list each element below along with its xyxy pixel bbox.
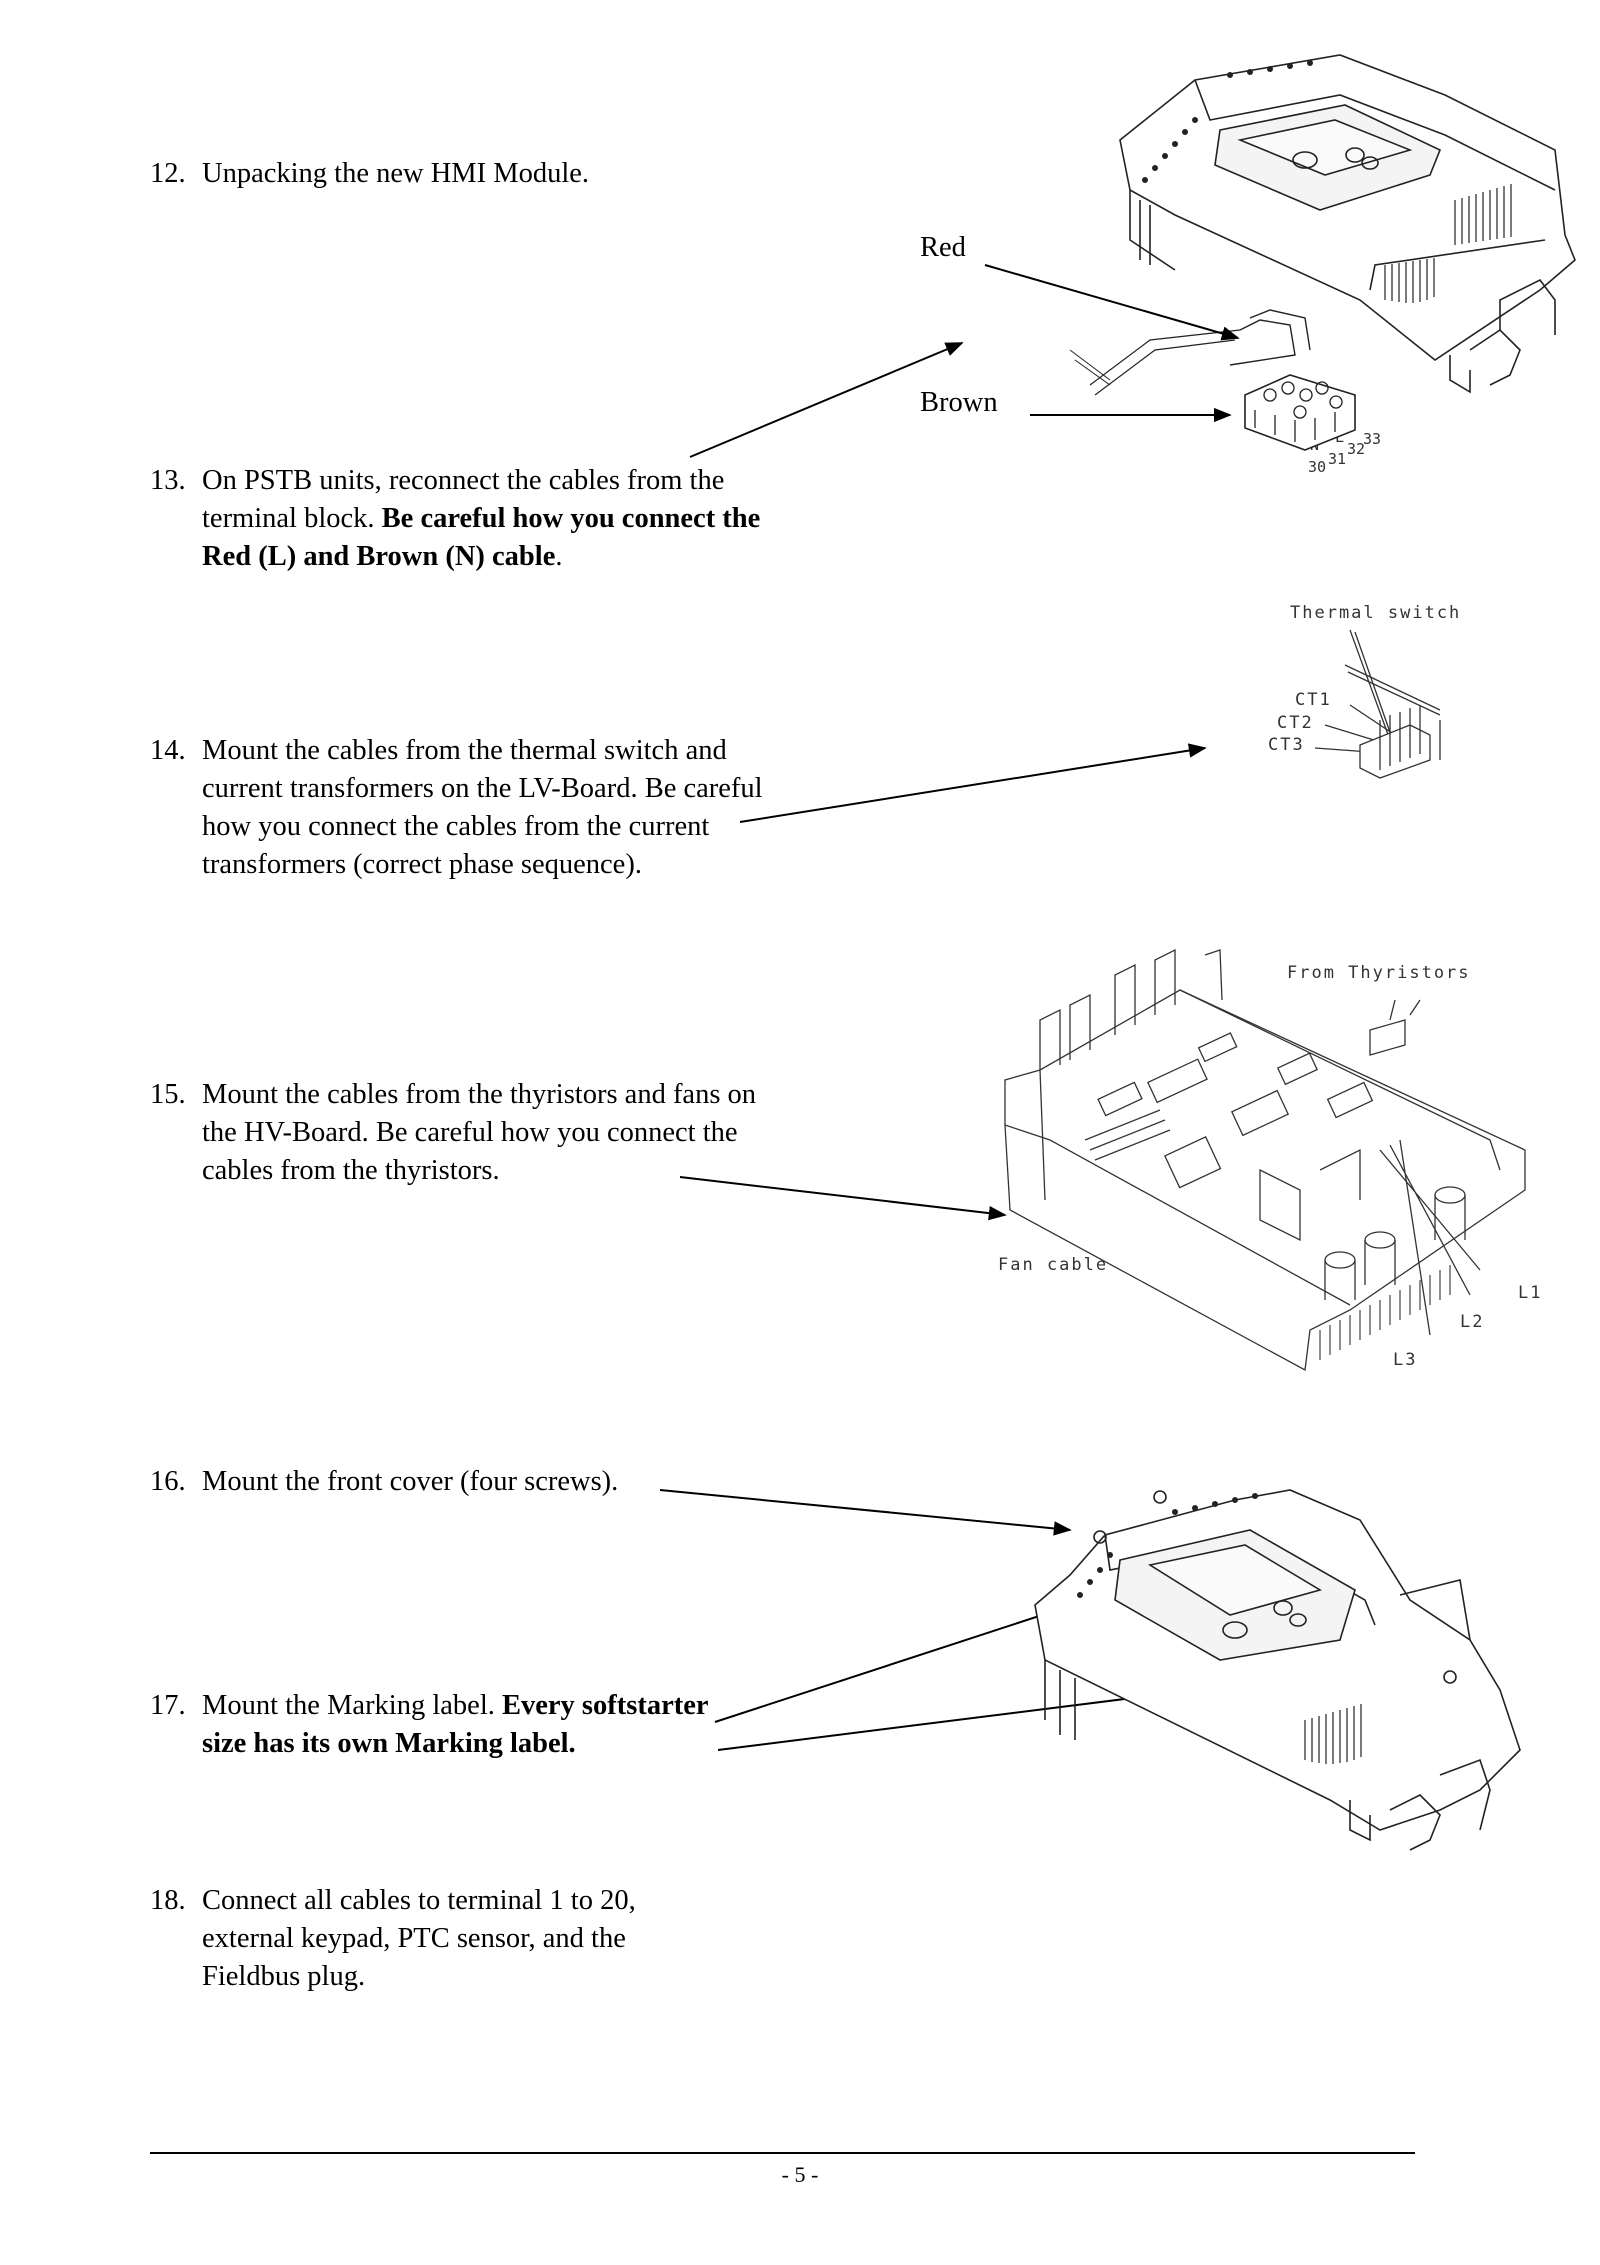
step-number: 13. <box>150 465 186 496</box>
step-15: 15. Mount the cables from the thyristors… <box>150 1076 790 1190</box>
step-text: Mount the Marking label. Every softstart… <box>150 1687 730 1763</box>
step-text: Unpacking the new HMI Module. <box>202 158 590 189</box>
red-cable-label: Red <box>920 232 966 263</box>
step-text-plain: On PSTB units, reconnect the cables from… <box>202 465 725 534</box>
softstarter-unit-figure <box>1069 54 1576 451</box>
step-text: Mount the front cover (four screws). <box>202 1466 619 1497</box>
step-13: 13. On PSTB units, reconnect the cables … <box>150 462 770 576</box>
page-number: - 5 - <box>781 2162 819 2187</box>
from-thyristors-label: From Thyristors <box>1287 963 1471 983</box>
step-number: 16. <box>150 1466 186 1497</box>
l2-label: L2 <box>1460 1312 1485 1332</box>
step-text: Connect all cables to terminal 1 to 20, … <box>202 1885 636 1992</box>
brown-cable-label: Brown <box>920 387 998 418</box>
step-text-bold: Be careful how you connect the Red (L) a… <box>202 503 761 572</box>
terminal-31-label: 31 <box>1328 450 1347 468</box>
step-number: 14. <box>150 735 186 766</box>
step13-arrow <box>689 342 964 458</box>
ct2-label: CT2 <box>1277 713 1314 733</box>
step-number: 17. <box>150 1690 186 1721</box>
step15-arrow <box>679 1176 1007 1221</box>
ct3-label: CT3 <box>1268 735 1305 755</box>
step14-arrow <box>739 743 1207 823</box>
front-cover-figure <box>1034 1489 1521 1851</box>
step-14: 14. Mount the cables from the thermal sw… <box>150 732 780 884</box>
screw-icon <box>1153 1490 1167 1504</box>
step-text-tail: . <box>555 541 563 572</box>
terminal-30-label: 30 <box>1308 458 1327 476</box>
step-16: 16. Mount the front cover (four screws). <box>150 1463 830 1501</box>
terminal-32-label: 32 <box>1347 440 1366 458</box>
red-arrow <box>984 264 1240 341</box>
l3-label: L3 <box>1393 1350 1418 1370</box>
screw-icon <box>1093 1530 1107 1544</box>
lv-board-figure <box>1314 629 1441 779</box>
l1-label: L1 <box>1518 1283 1543 1303</box>
step-text-plain: Mount the Marking label. <box>202 1690 502 1721</box>
step-text: Mount the cables from the thermal switch… <box>202 735 763 880</box>
screw-icon <box>1443 1670 1457 1684</box>
step-number: 18. <box>150 1885 186 1916</box>
step-text: Mount the cables from the thyristors and… <box>202 1079 757 1186</box>
step16-arrow <box>659 1489 1072 1536</box>
step-number: 12. <box>150 158 186 189</box>
terminal-33-label: 33 <box>1363 430 1382 448</box>
step-text: On PSTB units, reconnect the cables from… <box>150 462 770 576</box>
step-number: 15. <box>150 1079 186 1110</box>
ct1-label: CT1 <box>1295 690 1332 710</box>
step-18: 18. Connect all cables to terminal 1 to … <box>150 1882 710 1996</box>
step-text-bold: Every softstarter size has its own Marki… <box>202 1690 709 1759</box>
step-17: 17. Mount the Marking label. Every softs… <box>150 1687 730 1763</box>
step-12: 12. Unpacking the new HMI Module. <box>150 155 790 193</box>
footer-divider <box>150 2152 1415 2154</box>
thermal-switch-label: Thermal switch <box>1290 603 1462 623</box>
step17-arrow-a <box>714 1600 1084 1723</box>
hv-board-figure <box>1004 948 1526 1372</box>
fan-cable-label: Fan cable <box>998 1255 1109 1275</box>
